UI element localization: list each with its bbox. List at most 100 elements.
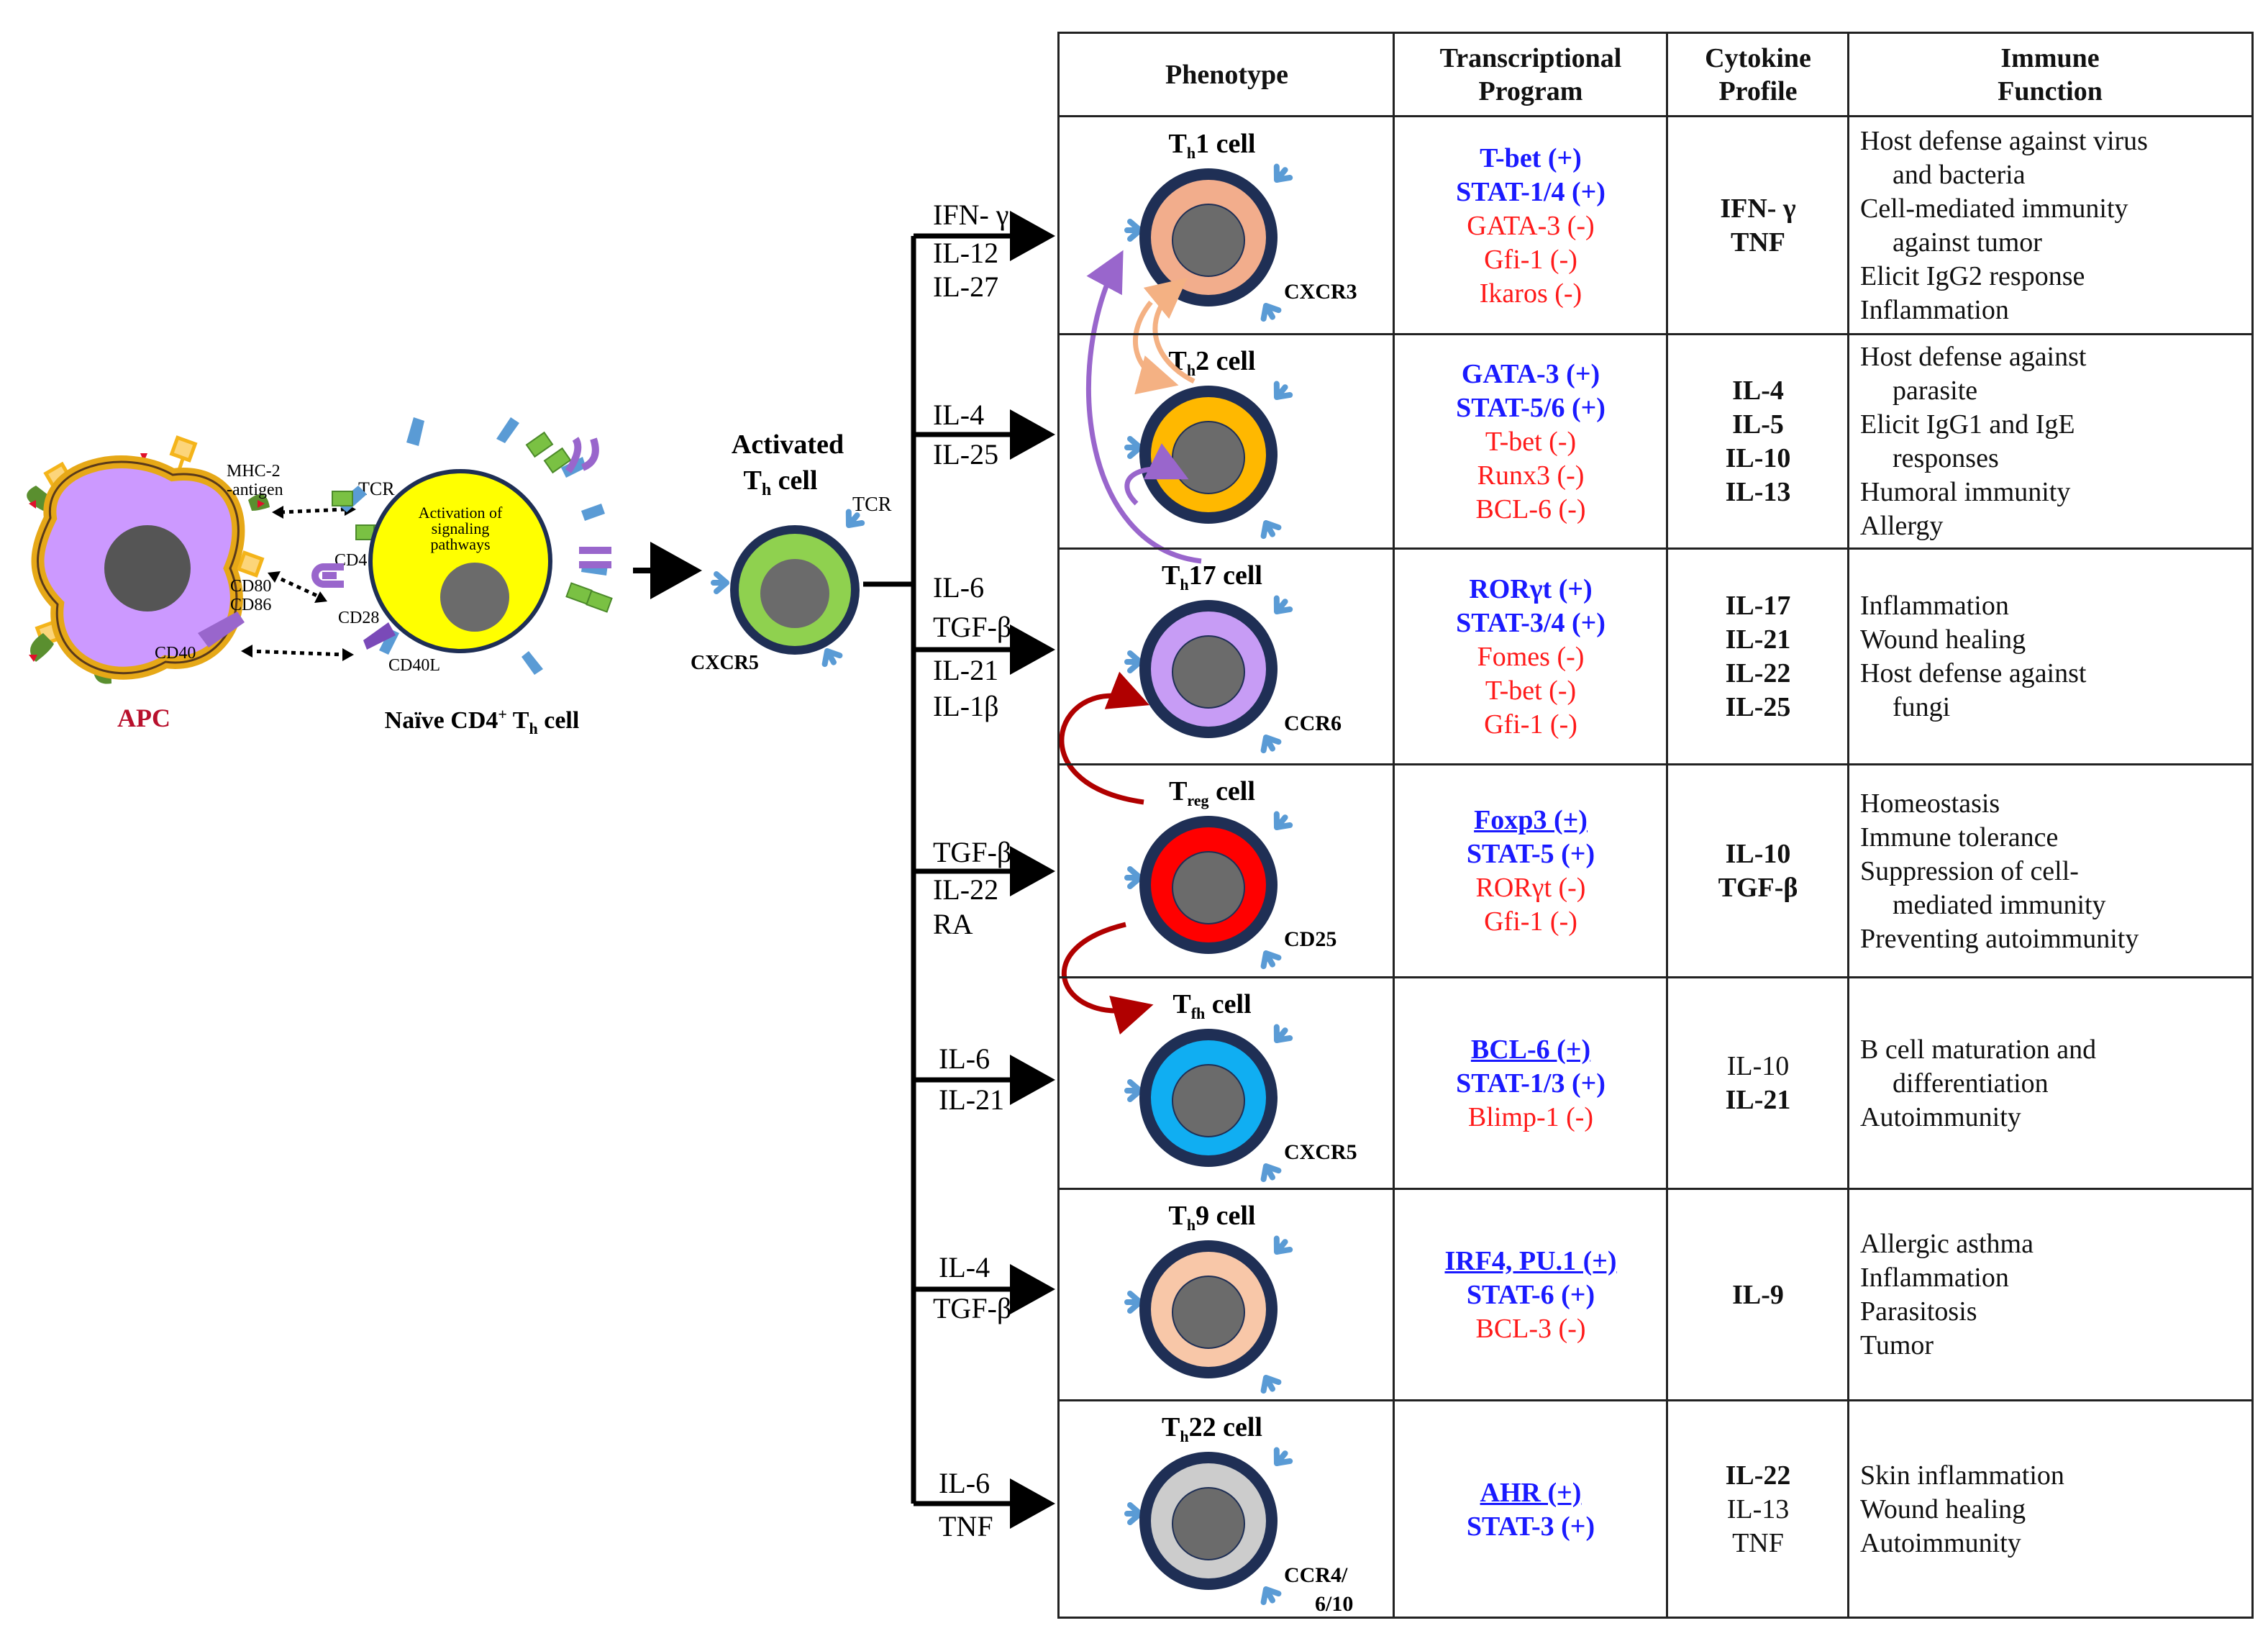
phenotype-cell-title: Th1 cell: [1169, 129, 1256, 162]
cytokine: TNF: [1732, 1528, 1784, 1558]
cytokine: IL-5: [1732, 409, 1784, 440]
immune-function-line: Allergic asthma: [1860, 1229, 2034, 1259]
cd40-label: CD40: [155, 644, 196, 663]
transcriptional-program-cell: GATA-3 (+)STAT-5/6 (+)T-bet (-)Runx3 (-)…: [1394, 335, 1667, 549]
activation-label-2: signaling: [432, 519, 490, 537]
branch-1-line-2: IL-12: [933, 237, 998, 269]
phenotype-cell-title: Tfh cell: [1172, 989, 1251, 1022]
surface-marker-label: CXCR5: [1284, 1140, 1357, 1164]
immune-function-line: Host defense against: [1860, 658, 2087, 688]
tf-negative: Runx3 (-): [1477, 460, 1585, 491]
branch-4-line-2: IL-22: [933, 873, 998, 906]
apc-nucleus: [104, 525, 191, 612]
cytokine: IL-21: [1725, 1085, 1791, 1115]
immune-function-line: B cell maturation and: [1860, 1034, 2097, 1065]
tf-negative: BCL-3 (-): [1475, 1313, 1586, 1344]
tf-negative: Fomes (-): [1477, 641, 1585, 672]
tf-positive: STAT-3 (+): [1466, 1511, 1595, 1542]
branch-3-line-2: TGF-β: [933, 611, 1011, 643]
immune-function-line: Host defense against: [1860, 342, 2087, 372]
naive-t-cell: [311, 417, 613, 675]
branch-2-line-2: IL-25: [933, 438, 998, 471]
th17-to-th1-arrow: [1086, 250, 1202, 564]
cytokine: IL-4: [1732, 376, 1784, 406]
th17-to-th2-arrow: [1124, 443, 1189, 506]
cytokine: IL-10: [1725, 443, 1791, 473]
branch-tree: [863, 211, 1055, 1529]
row-divider: [1060, 333, 2251, 335]
tf-negative: T-bet (-): [1485, 426, 1577, 457]
branch-6-line-2: TGF-β: [933, 1292, 1011, 1324]
tf-negative: GATA-3 (-): [1467, 210, 1595, 241]
immune-function-line: Inflammation: [1860, 1263, 2009, 1293]
transcriptional-program-cell: AHR (+)STAT-3 (+): [1394, 1401, 1667, 1619]
row-divider: [1060, 547, 2251, 550]
phenotype-cell-title: Treg cell: [1169, 776, 1255, 809]
th2-to-th1-arrow: [1143, 278, 1196, 384]
immune-function-line: differentiation: [1893, 1068, 2049, 1099]
naive-cell-label: Naïve CD4+ Th cell: [385, 705, 580, 737]
cytokine: TGF-β: [1718, 873, 1798, 903]
tf-negative: Ikaros (-): [1479, 278, 1582, 309]
tf-positive: STAT-6 (+): [1466, 1279, 1595, 1310]
transcriptional-program-cell: Foxp3 (+)STAT-5 (+)RORγt (-)Gfi-1 (-): [1394, 765, 1667, 978]
cytokine: IL-17: [1725, 591, 1791, 621]
tf-positive: STAT-5/6 (+): [1456, 392, 1606, 423]
row-divider: [1060, 1399, 2251, 1401]
branch-7-line-1: IL-6: [939, 1467, 990, 1499]
cd28-label: CD28: [338, 609, 379, 627]
nucleus: [1172, 635, 1245, 709]
tf-negative: Gfi-1 (-): [1484, 709, 1577, 740]
immune-function-line: Tumor: [1860, 1330, 1934, 1360]
branch-4-line-1: TGF-β: [933, 836, 1011, 868]
immune-function-line: Inflammation: [1860, 591, 2009, 621]
tf-negative: T-bet (-): [1485, 675, 1577, 706]
tf-positive: STAT-3/4 (+): [1456, 607, 1606, 638]
header-phenotype: Phenotype: [1060, 34, 1394, 117]
immune-function-line: Autoimmunity: [1860, 1101, 2021, 1132]
tf-positive: STAT-1/4 (+): [1456, 176, 1606, 207]
tf-negative: BCL-6 (-): [1475, 494, 1586, 524]
immune-function-line: fungi: [1893, 692, 1951, 722]
nucleus: [1172, 851, 1245, 924]
phenotype-cell-2: Th2 cell: [1127, 346, 1292, 539]
surface-marker-label: CD25: [1284, 927, 1336, 951]
cd40l-label: CD40L: [388, 656, 440, 675]
activated-tcr-label: TCR: [852, 494, 892, 516]
immune-function-line: Elicit IgG2 response: [1860, 261, 2085, 291]
transcriptional-program-cell: IRF4, PU.1 (+)STAT-6 (+)BCL-3 (-): [1394, 1189, 1667, 1401]
tf-negative: Gfi-1 (-): [1484, 244, 1577, 275]
branch-5-line-2: IL-21: [939, 1083, 1004, 1116]
tf-positive: BCL-6 (+): [1470, 1034, 1591, 1065]
tf-negative: Blimp-1 (-): [1467, 1101, 1594, 1132]
mhc-label-2: -antigen: [227, 481, 283, 499]
surface-marker-label: CCR6: [1284, 712, 1342, 735]
mhc-label-1: MHC-2: [227, 462, 281, 481]
phenotype-table: Phenotype Transcriptional Program Cytoki…: [1057, 32, 2254, 1619]
cytokine: IL-21: [1725, 624, 1791, 655]
branch-3-line-3: IL-21: [933, 654, 998, 686]
branch-7-line-2: TNF: [939, 1510, 993, 1542]
cytokine: IFN- γ: [1720, 194, 1796, 224]
branch-5-line-1: IL-6: [939, 1042, 990, 1075]
cytokine: IL-10: [1725, 839, 1791, 869]
immune-function-line: Inflammation: [1860, 295, 2009, 325]
transcriptional-program-cell: RORγt (+)STAT-3/4 (+)Fomes (-)T-bet (-)G…: [1394, 549, 1667, 765]
immune-function-line: Parasitosis: [1860, 1296, 1977, 1327]
activation-label-3: pathways: [430, 535, 490, 553]
immune-function-line: against tumor: [1893, 227, 2042, 258]
cytokine: IL-22: [1725, 1460, 1791, 1491]
cytokine-profile-cell: IL-9: [1667, 1189, 1849, 1401]
